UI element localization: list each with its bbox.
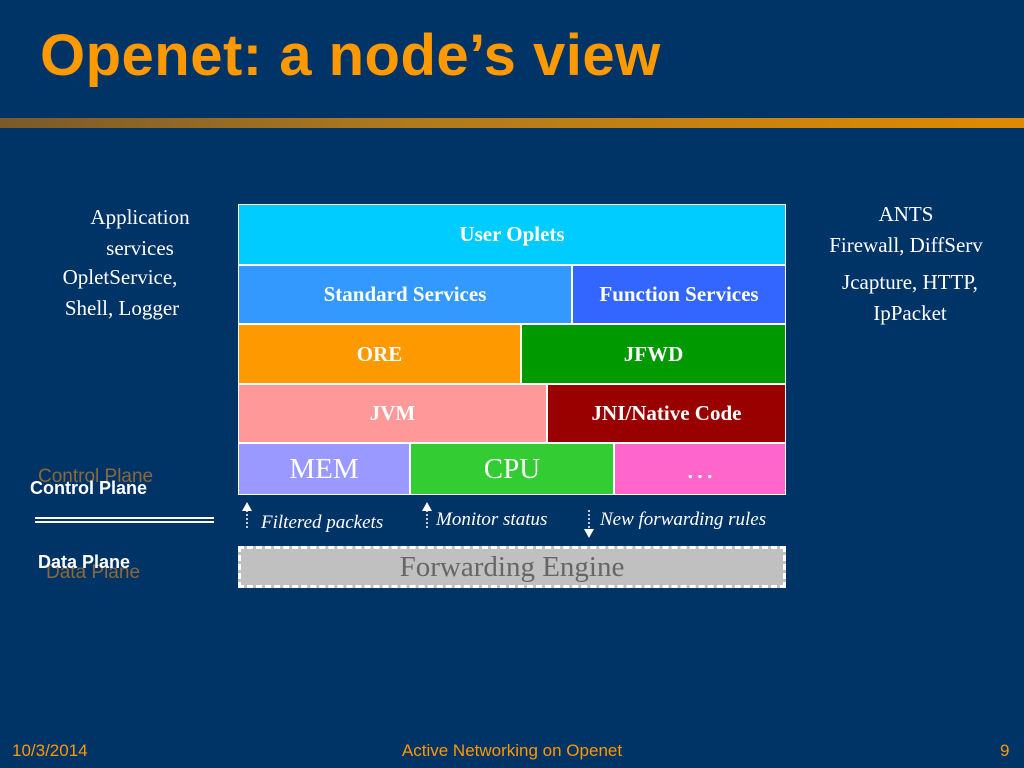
- footer-title: Active Networking on Openet: [401, 741, 623, 760]
- right-labels-2: Jcapture, HTTP, IpPacket: [810, 267, 1010, 329]
- block-ore: ORE: [238, 324, 521, 384]
- block-cpu: CPU: [410, 443, 614, 495]
- left-labels-3: Shell, Logger: [22, 293, 222, 324]
- block-mem: MEM: [238, 443, 410, 495]
- annotation-new-forwarding-rules: New forwarding rules: [600, 509, 767, 530]
- block-ellipsis: …: [614, 443, 786, 495]
- data-plane-label: Data Plane: [38, 552, 131, 572]
- block-jfwd: JFWD: [521, 324, 786, 384]
- right-label-2: Firewall, DiffServ: [829, 233, 983, 257]
- signal-arrows: [242, 502, 594, 538]
- right-label-4: IpPacket: [873, 301, 947, 325]
- annotation-monitor-status: Monitor status: [436, 509, 548, 530]
- footer-page-number: 9: [1000, 741, 1010, 760]
- arrow-down-icon: [584, 510, 594, 538]
- left-label-2: services: [106, 236, 174, 260]
- block-user-oplets: User Oplets: [238, 204, 786, 265]
- left-labels: Application services: [40, 202, 240, 264]
- left-label-4: Shell, Logger: [64, 296, 180, 320]
- control-plane-shadow: Control Plane: [38, 466, 154, 487]
- forwarding-engine: Forwarding Engine: [238, 546, 786, 588]
- right-label-3: Jcapture, HTTP,: [842, 270, 978, 294]
- block-jvm: JVM: [238, 384, 547, 443]
- left-label-1: Application: [90, 205, 190, 229]
- right-labels: ANTS Firewall, DiffServ: [806, 199, 1006, 261]
- node-stack: User Oplets Standard Services Function S…: [238, 204, 786, 495]
- plane-divider: [35, 517, 214, 523]
- block-jni-native-code: JNI/Native Code: [547, 384, 786, 443]
- right-label-1: ANTS: [878, 202, 934, 226]
- left-label-3: OpletService,: [62, 265, 178, 289]
- block-standard-services: Standard Services: [238, 265, 572, 324]
- data-plane-shadow: Data Plane: [46, 562, 141, 583]
- arrow-up-icon: [422, 502, 432, 528]
- left-labels-2: OpletService,: [20, 262, 220, 293]
- slide-title: Openet: a node’s view: [40, 23, 661, 88]
- title-underline: [0, 118, 1024, 128]
- block-function-services: Function Services: [572, 265, 786, 324]
- footer-date: 10/3/2014: [12, 741, 88, 760]
- arrow-up-icon: [242, 502, 252, 530]
- control-plane-label: Control Plane: [30, 478, 148, 498]
- annotation-filtered-packets: Filtered packets: [261, 512, 384, 533]
